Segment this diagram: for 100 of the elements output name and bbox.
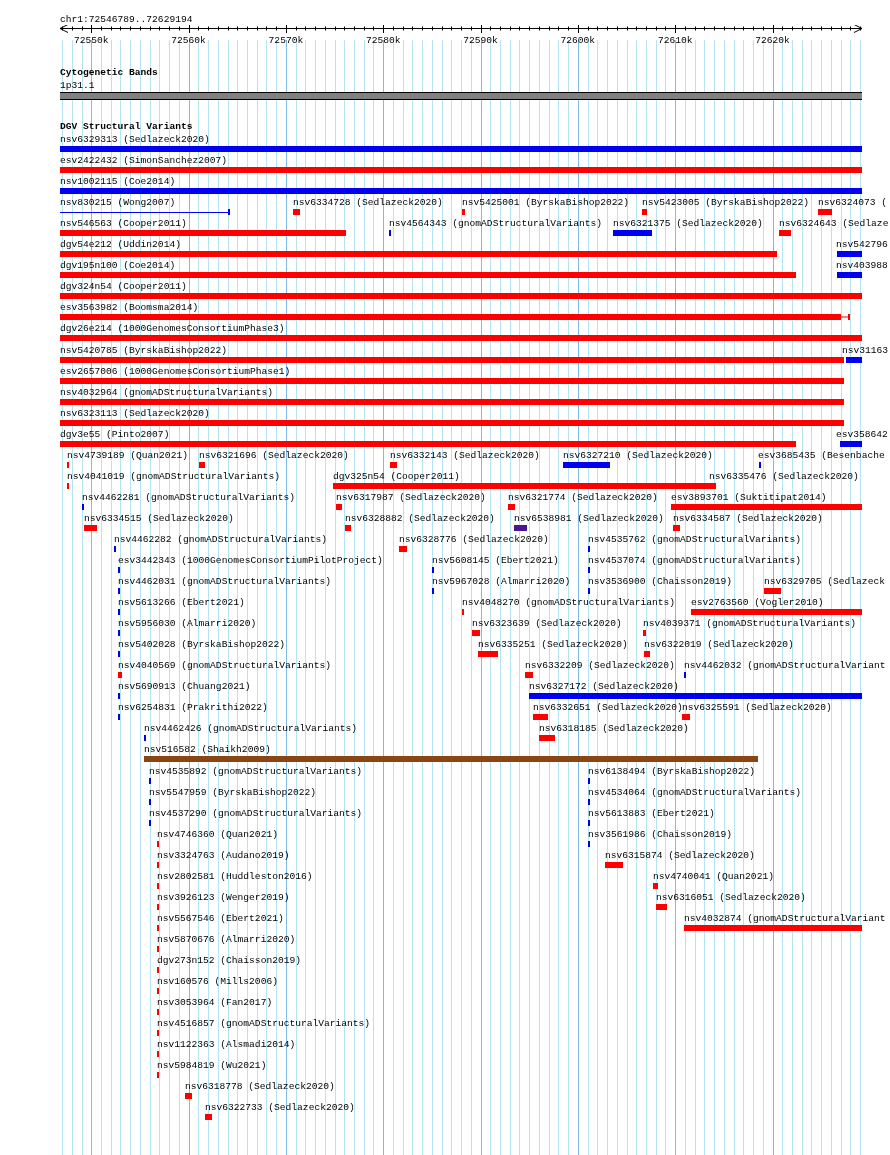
- feature-label: nsv4048270 (gnomADStructuralVariants): [462, 597, 676, 609]
- feature-label: nsv6334515 (Sedlazeck2020): [84, 512, 234, 524]
- feature-label: nsv2802581 (Huddleston2016): [157, 870, 313, 882]
- variant-feature: [149, 765, 363, 784]
- variant-feature: [60, 197, 230, 216]
- variant-feature: [118, 555, 383, 573]
- variant-feature: [60, 134, 862, 152]
- variant-feature: [118, 702, 268, 721]
- tick-label: 72580k: [365, 35, 401, 46]
- variant-feature: [643, 618, 857, 637]
- variant-feature: [779, 218, 889, 237]
- feature-label: nsv31163: [842, 344, 889, 356]
- feature-label: dgv26e214 (1000GenomesConsortiumPhase3): [60, 323, 286, 335]
- track-heading: DGV Structural Variants: [60, 121, 193, 132]
- variant-feature: [478, 639, 628, 658]
- variant-feature: [588, 555, 802, 573]
- feature-label: nsv542796: [836, 239, 888, 251]
- variant-feature: [588, 533, 802, 552]
- feature-label: nsv6322019 (Sedlazeck2020): [644, 639, 794, 651]
- feature-label: esv2422432 (SimonSanchez2007): [60, 155, 228, 167]
- feature-label: nsv6315874 (Sedlazeck2020): [605, 849, 755, 861]
- feature-label: esv3685435 (Besenbache: [758, 449, 885, 461]
- feature-label: nsv4516857 (gnomADStructuralVariants): [157, 1018, 371, 1030]
- variant-feature: [293, 197, 443, 216]
- feature-label: nsv5402028 (ByrskaBishop2022): [118, 639, 285, 651]
- variant-feature: [60, 302, 850, 321]
- variant-feature: [533, 702, 683, 721]
- feature-label: nsv5613883 (Ebert2021): [588, 807, 715, 819]
- feature-label: esv3893701 (Suktitipat2014): [671, 491, 828, 503]
- variant-feature: [758, 449, 885, 468]
- feature-label: nsv6321696 (Sedlazeck2020): [199, 449, 349, 461]
- variant-feature: [671, 491, 862, 510]
- variant-feature: [118, 576, 332, 595]
- variant-feature: [60, 428, 796, 447]
- variant-feature: [818, 197, 888, 216]
- feature-label: nsv4032964 (gnomADStructuralVariants): [60, 386, 275, 398]
- feature-label: nsv6138494 (ByrskaBishop2022): [588, 765, 755, 777]
- feature-label: esv2657006 (1000GenomesConsortiumPhase1): [60, 365, 292, 377]
- variant-feature: [118, 681, 251, 700]
- variant-feature: [508, 491, 658, 510]
- feature-label: nsv403988: [836, 260, 888, 272]
- tick-label: 72600k: [560, 35, 596, 46]
- feature-label: nsv6323113 (Sedlazeck2020): [60, 407, 211, 419]
- variant-feature: [185, 1081, 335, 1100]
- feature-label: nsv4740041 (Quan2021): [653, 870, 774, 882]
- tick-label: 72590k: [463, 35, 498, 46]
- variant-feature: [114, 533, 328, 552]
- feature-label: nsv6317987 (Sedlazeck2020): [336, 491, 486, 503]
- track-heading: Cytogenetic Bands: [60, 67, 158, 78]
- variant-feature: [60, 260, 796, 279]
- variant-feature: [82, 491, 296, 510]
- feature-label: nsv6327210 (Sedlazeck2020): [563, 449, 713, 461]
- variant-feature: [118, 639, 285, 658]
- variant-feature: [390, 449, 540, 468]
- feature-label: nsv6322733 (Sedlazeck2020): [205, 1102, 355, 1114]
- variant-feature: [67, 449, 188, 468]
- variant-feature: [60, 365, 844, 384]
- feature-label: nsv6318778 (Sedlazeck2020): [185, 1081, 335, 1093]
- feature-label: nsv6318185 (Sedlazeck2020): [539, 723, 689, 735]
- feature-label: nsv6325591 (Sedlazeck2020): [682, 702, 832, 714]
- variant-feature: [684, 660, 886, 679]
- tick-label: 72610k: [657, 35, 693, 46]
- feature-label: nsv4564343 (gnomADStructuralVariants): [389, 218, 603, 230]
- feature-label: nsv5613266 (Ebert2021): [118, 597, 245, 609]
- feature-label: dgv324n54 (Cooper2011): [60, 281, 188, 293]
- feature-label: nsv1122363 (Alsmadi2014): [157, 1039, 296, 1051]
- variant-feature: [462, 597, 676, 616]
- variant-feature: [588, 828, 732, 847]
- feature-label: nsv830215 (Wong2007): [60, 197, 177, 209]
- feature-label: nsv5423005 (ByrskaBishop2022): [642, 197, 809, 209]
- feature-label: nsv4462282 (gnomADStructuralVariants): [114, 533, 328, 545]
- feature-label: nsv4462281 (gnomADStructuralVariants): [82, 491, 296, 503]
- variant-feature: [432, 576, 571, 595]
- feature-label: nsv6538981 (Sedlazeck2020): [514, 512, 664, 524]
- feature-label: dgv325n54 (Cooper2011): [333, 470, 461, 482]
- feature-label: nsv5420785 (ByrskaBishop2022): [60, 344, 228, 356]
- variant-feature: [60, 155, 862, 174]
- variant-feature: [118, 597, 245, 616]
- variant-feature: [157, 954, 301, 973]
- variant-feature: [514, 512, 664, 531]
- feature-label: nsv6321774 (Sedlazeck2020): [508, 491, 658, 503]
- feature-label: nsv6327172 (Sedlazeck2020): [529, 681, 680, 693]
- feature-label: dgv195n100 (Coe2014): [60, 260, 177, 272]
- tick-label: 72560k: [171, 35, 206, 46]
- variant-feature: [157, 1018, 371, 1037]
- variant-feature: [333, 470, 709, 489]
- variant-feature: [60, 323, 862, 342]
- variant-feature: [118, 660, 332, 679]
- feature-label: esv3563982 (Boomsma2014): [60, 302, 200, 314]
- feature-label: nsv4535762 (gnomADStructuralVariants): [588, 533, 802, 545]
- feature-label: nsv4537290 (gnomADStructuralVariants): [149, 807, 363, 819]
- feature-label: nsv4041019 (gnomADStructuralVariants): [67, 470, 281, 482]
- variant-feature: [432, 555, 559, 573]
- feature-label: nsv4039371 (gnomADStructuralVariants): [643, 618, 857, 630]
- feature-label: dgv3e55 (Pinto2007): [60, 428, 171, 440]
- variant-feature: [144, 744, 758, 763]
- feature-label: nsv6321375 (Sedlazeck2020): [613, 218, 763, 230]
- feature-label: nsv4535892 (gnomADStructuralVariants): [149, 765, 363, 777]
- feature-label: esv2763560 (Vogler2010): [691, 597, 825, 609]
- feature-label: dgv273n152 (Chaisson2019): [157, 954, 301, 966]
